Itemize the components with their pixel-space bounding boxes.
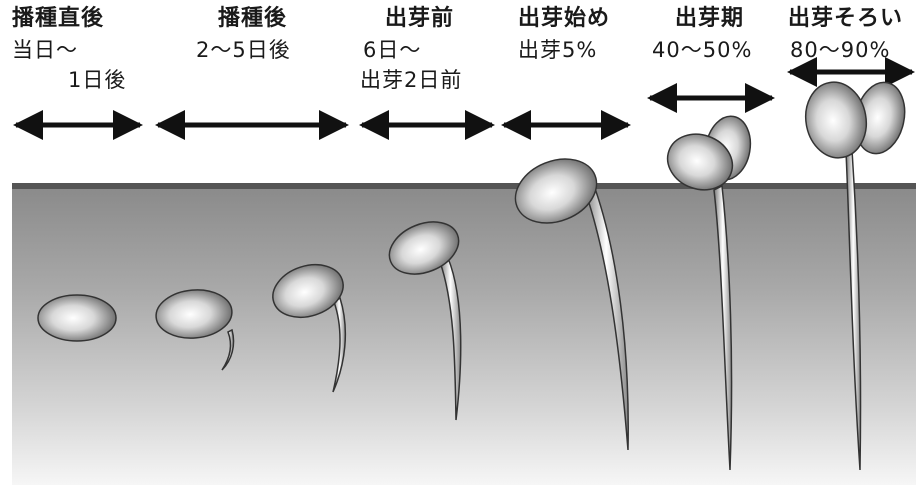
stage-6-title: 出芽そろい xyxy=(788,6,904,31)
duration-arrows xyxy=(12,57,915,140)
stage-4-title: 出芽始め xyxy=(518,6,611,31)
stage-4-period: 出芽5% xyxy=(518,38,598,62)
stage-1-seed xyxy=(37,294,117,342)
stage-5-period: 40〜50% xyxy=(652,38,753,62)
stage-6-seedling xyxy=(666,115,752,471)
stage-1-period-line1: 当日〜 xyxy=(12,38,78,62)
stage-3-seedling xyxy=(272,263,347,393)
stage-1-title: 播種直後 xyxy=(12,6,105,31)
stage-5-seedling xyxy=(514,158,629,451)
stage-7-seedling xyxy=(804,81,906,471)
stage-2-period: 2〜5日後 xyxy=(196,38,291,62)
stage-2-seedling xyxy=(155,289,235,371)
stage-2-title: 播種後 xyxy=(218,6,288,31)
soil-layer xyxy=(12,186,916,485)
stage-3-period-line1: 6日〜 xyxy=(363,38,422,62)
stage-1-period-line2: 1日後 xyxy=(68,68,127,92)
stage-3-period-line2: 出芽2日前 xyxy=(360,68,463,92)
stage-5-title: 出芽期 xyxy=(675,6,745,31)
soil-surface-line xyxy=(12,183,916,189)
stage-3-title: 出芽前 xyxy=(385,6,455,31)
stage-6-period: 80〜90% xyxy=(790,38,891,62)
stage-4-seedling xyxy=(388,221,462,421)
